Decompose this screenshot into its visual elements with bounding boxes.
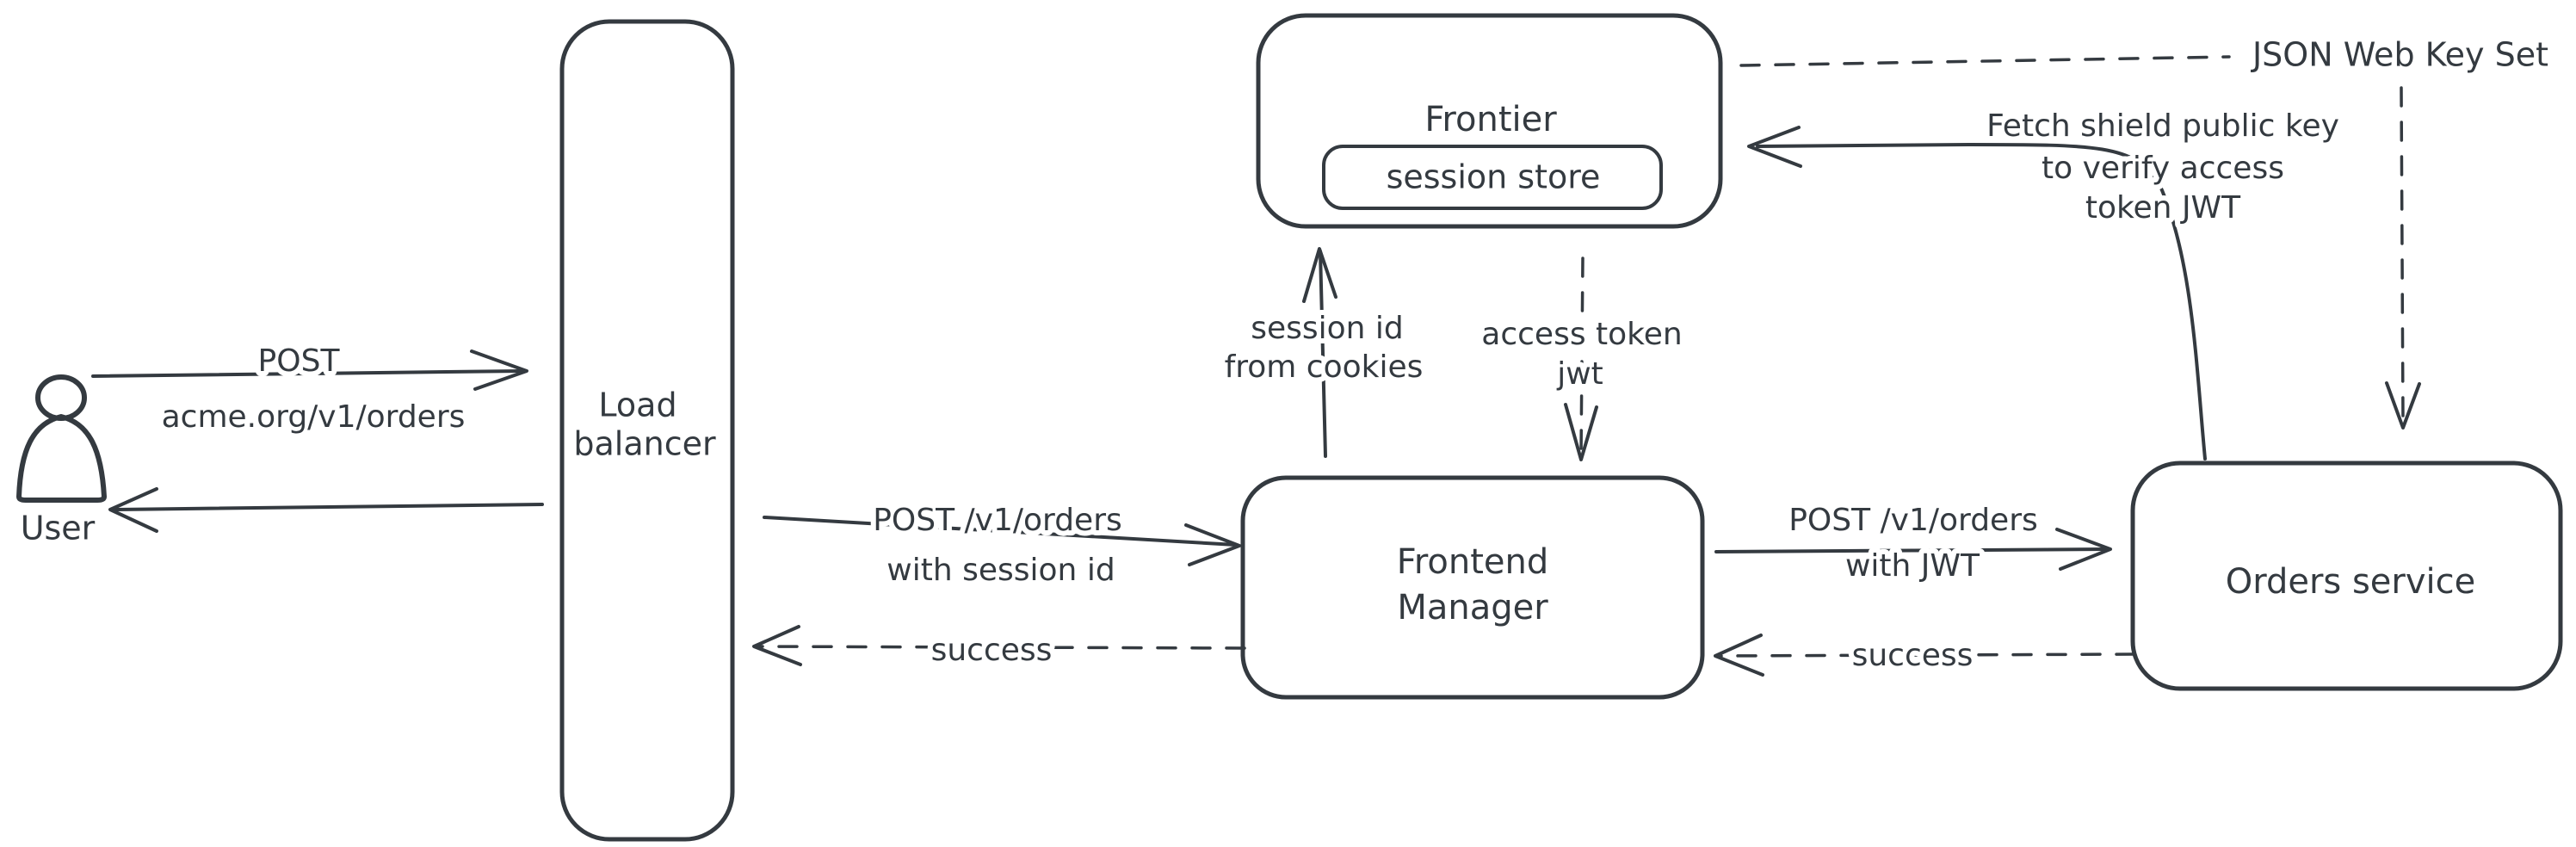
frontier-node: Frontier session store bbox=[1256, 13, 1723, 229]
edge-frontend-manager-to-orders-service: POST /v1/orders with JWT bbox=[1714, 498, 2112, 589]
edge-user-to-load-balancer: POST acme.org/v1/orders bbox=[91, 338, 528, 440]
load-balancer-box bbox=[559, 19, 735, 842]
orders-service-label: Orders service bbox=[2226, 562, 2476, 602]
frontend-manager-label-line2: Manager bbox=[1397, 588, 1548, 628]
edge-load-balancer-to-frontend-manager: POST /v1/orders with session id bbox=[763, 498, 1241, 593]
edge-fm-to-frontier-label-line2: from cookies bbox=[1225, 349, 1424, 385]
edge-jwks-to-orders-service bbox=[2400, 86, 2405, 424]
jwks-node: JSON Web Key Set bbox=[1739, 31, 2554, 430]
user-body-icon bbox=[16, 414, 107, 503]
user-label: User bbox=[21, 510, 96, 547]
edge-orders-to-fm-success-label: success bbox=[1852, 638, 1974, 673]
edge-load-balancer-to-user bbox=[108, 487, 544, 533]
orders-service-node: Orders service bbox=[2130, 461, 2563, 691]
load-balancer-node: Load balancer bbox=[559, 19, 735, 842]
edge-lb-to-fm-label-line2: with session id bbox=[886, 553, 1115, 588]
edge-frontier-to-frontend-manager: access token jwt bbox=[1476, 257, 1688, 461]
edge-frontend-manager-to-frontier: session id from cookies bbox=[1220, 247, 1428, 458]
edge-frontier-to-fm-label-line1: access token bbox=[1481, 317, 1682, 352]
frontend-manager-label-line1: Frontend bbox=[1397, 542, 1549, 582]
edge-user-to-lb-label-line1: POST bbox=[258, 343, 341, 379]
session-store-label: session store bbox=[1387, 158, 1601, 196]
edge-frontier-to-jwks bbox=[1739, 55, 2231, 67]
edge-frontend-manager-to-load-balancer: success bbox=[752, 625, 1246, 673]
edge-fm-to-orders-label-line1: POST /v1/orders bbox=[1788, 503, 2038, 538]
edge-fetch-key-label-line2: to verify access bbox=[2042, 151, 2284, 186]
load-balancer-label-line1: Load bbox=[598, 386, 676, 424]
edge-fetch-key-label-line1: Fetch shield public key bbox=[1986, 108, 2339, 144]
edge-frontier-to-fm-label-line2: jwt bbox=[1556, 356, 1603, 392]
edge-fetch-key-label-line3: token JWT bbox=[2085, 190, 2241, 226]
edge-orders-service-to-frontier: Fetch shield public key to verify access… bbox=[1747, 103, 2344, 461]
orders-service-box bbox=[2130, 461, 2563, 691]
session-store-box bbox=[1322, 145, 1663, 210]
edge-lb-to-fm-label-line1: POST /v1/orders bbox=[873, 503, 1122, 538]
edge-user-to-lb-label-line2: acme.org/v1/orders bbox=[162, 399, 466, 435]
edge-fm-to-lb-success-label: success bbox=[931, 633, 1053, 668]
frontend-manager-box bbox=[1240, 475, 1705, 700]
frontend-manager-node: Frontend Manager bbox=[1240, 475, 1705, 700]
user-node: User bbox=[15, 374, 107, 553]
user-icon bbox=[35, 374, 87, 421]
jwks-label: JSON Web Key Set bbox=[2251, 36, 2548, 74]
frontier-label: Frontier bbox=[1424, 100, 1557, 139]
edge-orders-service-to-frontend-manager: success bbox=[1714, 633, 2136, 678]
load-balancer-label-line2: balancer bbox=[573, 425, 716, 463]
edge-fm-to-frontier-label-line1: session id bbox=[1251, 311, 1404, 346]
edge-fm-to-orders-label-line2: with JWT bbox=[1845, 548, 1980, 584]
